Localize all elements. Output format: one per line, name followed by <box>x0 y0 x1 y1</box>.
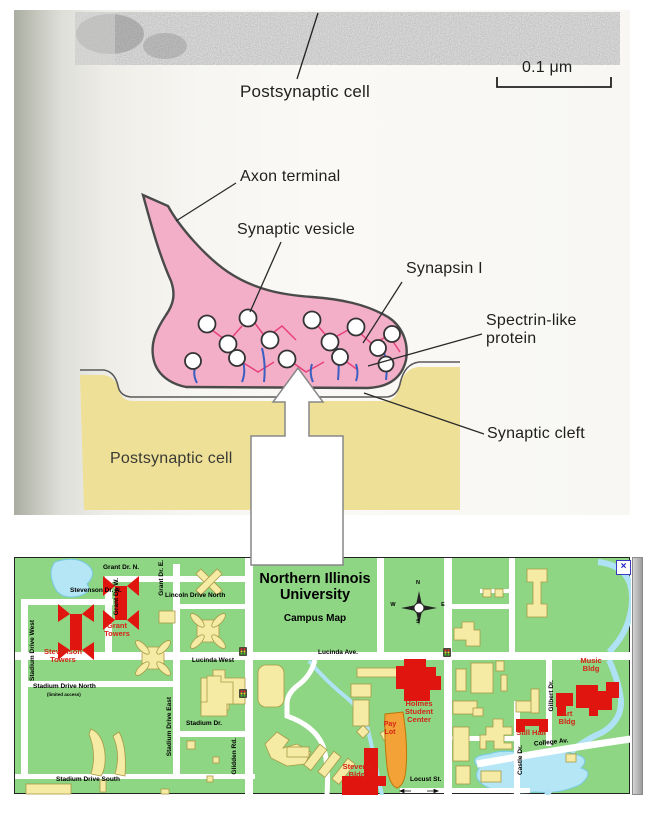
label-stevenson-towers-l2: Towers <box>50 655 76 665</box>
roads <box>15 558 631 795</box>
micrograph-label: Postsynaptic cell <box>240 82 371 101</box>
label-music-bldg: Music Bldg <box>580 656 602 674</box>
synaptic-cleft-label: Synaptic cleft <box>487 425 585 442</box>
compass-rose <box>401 591 437 625</box>
pay-lot-area <box>384 711 408 789</box>
compass-e: E <box>441 602 445 608</box>
campus-map-artwork <box>15 558 631 795</box>
synapsin-label: Synapsin I <box>406 260 483 277</box>
label-pay-lot-l2: Lot <box>384 728 396 736</box>
label-stevens-l1: Stevens <box>342 762 372 771</box>
label-still-hall: Still Hall <box>516 728 546 737</box>
road-grant-dr-n: Grant Dr. N. <box>103 564 140 571</box>
spectrin-label-line2: protein <box>486 330 537 347</box>
map-subtitle: Campus Map <box>283 613 347 624</box>
compass-n: N <box>416 580 420 586</box>
road-castle-dr: Castle Dr. <box>517 745 524 775</box>
close-icon[interactable]: × <box>616 560 631 575</box>
label-art-l1: Art <box>561 709 573 718</box>
road-lucinda-ave: Lucinda Ave. <box>318 649 358 656</box>
axon-terminal-body <box>141 192 408 390</box>
road-locust-st: Locust St. <box>410 776 442 783</box>
label-music-l2: Bldg <box>582 664 600 674</box>
stevenson-towers-building <box>58 604 94 660</box>
micrograph-leader-line <box>296 12 319 80</box>
road-gilbert-dr: Gilbert Dr. <box>548 680 555 712</box>
synaptic-vesicle-label: Synaptic vesicle <box>237 221 355 238</box>
label-holmes-l2: Student <box>405 707 433 717</box>
compass-s: S <box>416 619 420 625</box>
landmark-buildings <box>58 576 619 795</box>
scale-bar <box>496 77 612 88</box>
label-grant-towers: Grant Towers <box>104 621 130 639</box>
still-hall-building <box>516 719 548 732</box>
label-stevens-bldg: Stevens Bldg <box>342 762 372 780</box>
road-lincoln-drive-north: Lincoln Drive North <box>165 592 226 599</box>
label-pay-lot-l1: Pay <box>383 721 397 728</box>
label-grant-towers-l2: Towers <box>104 629 130 639</box>
label-art-bldg: Art Bldg <box>558 709 576 727</box>
road-stadium-dr: Stadium Dr. <box>186 720 223 727</box>
road-glidden-rd: Glidden Rd. <box>231 738 238 775</box>
synaptic-vesicles <box>184 308 401 373</box>
axon-terminal-label: Axon terminal <box>240 168 341 185</box>
label-grant-towers-l1: Grant <box>106 621 128 630</box>
label-stevenson-towers-l1: Stevenson <box>44 647 82 656</box>
spectrin-label-line1: Spectrin-like <box>486 312 577 329</box>
octagon-building <box>190 613 226 649</box>
label-lucinda-west: Lucinda West <box>191 657 235 664</box>
electron-micrograph <box>75 12 620 65</box>
label-holmes-l1: Holmes <box>405 699 433 708</box>
label-holmes-l3: Center <box>407 715 431 725</box>
road-stadium-drive-east: Stadium Drive East <box>166 697 173 757</box>
compass-w: W <box>390 602 396 608</box>
traffic-signal-icons <box>239 647 451 698</box>
road-stadium-drive-north: Stadium Drive North <box>33 683 96 690</box>
music-building <box>576 682 619 716</box>
scale-bar-label: 0.1 μm <box>522 59 573 76</box>
road-grant-dr-e: Grant Dr. E. <box>158 560 165 596</box>
label-pay-lot: Pay Lot <box>384 721 396 736</box>
octagon-building <box>135 640 171 676</box>
label-stevenson-towers: Stevenson Towers <box>44 647 82 665</box>
road-limited-access: (limited access) <box>47 692 81 697</box>
map-title-line2: University <box>279 587 351 603</box>
stevens-building <box>342 748 386 795</box>
road-grant-dr-w: Grant Dr. W. <box>113 578 120 616</box>
road-stadium-drive-west: Stadium Drive West <box>29 620 36 681</box>
grant-towers-building <box>103 576 139 630</box>
holmes-building <box>396 659 441 701</box>
label-music-l1: Music <box>580 656 602 665</box>
campus-map-window[interactable]: × <box>14 557 631 795</box>
art-building <box>556 693 573 716</box>
map-scrollbar[interactable] <box>632 557 643 795</box>
label-stevens-l2: Bldg <box>348 770 366 780</box>
road-stadium-drive-south: Stadium Drive South <box>56 776 120 783</box>
diagram-leader-lines <box>175 182 485 435</box>
postsynaptic-membrane-line <box>80 361 460 398</box>
connector-arrow <box>250 366 344 566</box>
postsynaptic-cell-label: Postsynaptic cell <box>110 450 233 467</box>
label-holmes-student-center: Holmes Student Center <box>405 699 433 725</box>
map-title-line1: Northern Illinois <box>259 571 371 587</box>
road-stevenson-dr-n: Stevenson Dr. N. <box>70 587 122 594</box>
campus-buildings <box>25 568 577 795</box>
label-art-l2: Bldg <box>558 717 576 727</box>
street-arrows <box>398 788 440 794</box>
